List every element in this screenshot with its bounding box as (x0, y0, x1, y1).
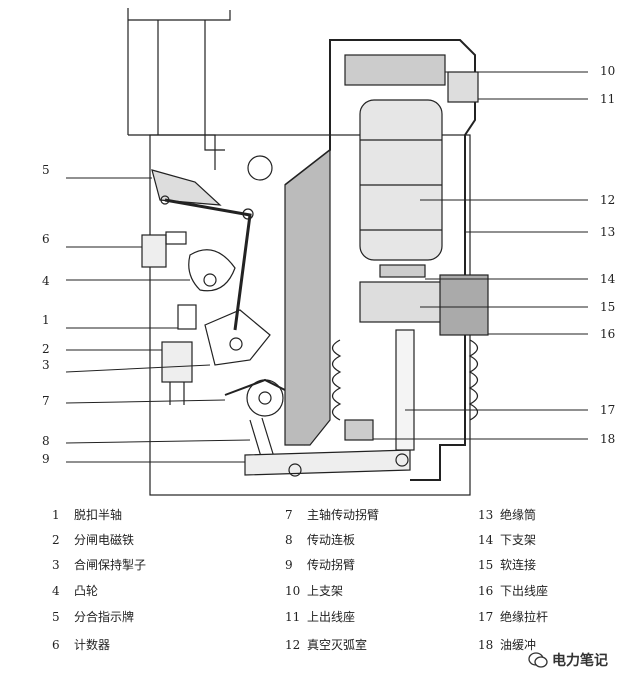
upper-terminal (447, 71, 479, 103)
callout-15: 15 (600, 300, 615, 314)
callout-10: 10 (600, 64, 615, 78)
brand-name: 电力笔记 (552, 653, 608, 669)
leader-3 (65, 364, 211, 373)
flexible-connection (359, 281, 446, 323)
vacuum-interrupter (359, 99, 443, 261)
trip-half-shaft (177, 304, 197, 330)
callout-3: 3 (42, 358, 50, 372)
callout-8: 8 (42, 434, 50, 448)
callout-5: 5 (42, 163, 50, 177)
crank-pin (395, 453, 409, 467)
callout-12: 12 (600, 193, 615, 207)
callout-11: 11 (600, 92, 615, 106)
insulating-pull-rod (395, 329, 415, 451)
insulation-bellows (331, 339, 479, 421)
pole-housing (284, 39, 476, 481)
closing-latch (204, 309, 271, 366)
callout-17: 17 (600, 403, 615, 417)
breaker-cross-section-diagram: 5 6 4 1 2 3 7 8 9 10 11 12 13 14 15 16 1… (42, 8, 616, 496)
callout-16: 16 (600, 327, 615, 341)
watermark-brand: 电力笔记 (528, 648, 638, 672)
upper-bracket (344, 54, 446, 86)
callout-2: 2 (42, 342, 50, 356)
trip-magnet-rod (169, 382, 185, 405)
wechat-icon (528, 652, 548, 668)
trip-magnet (161, 341, 193, 383)
counter-bracket (165, 231, 187, 245)
top-plate (127, 8, 231, 170)
leader-8 (65, 439, 251, 444)
callout-13: 13 (600, 225, 615, 239)
housing-shading (284, 148, 331, 446)
upper-lever (164, 198, 252, 331)
callout-4: 4 (42, 274, 50, 288)
lower-bracket (379, 264, 426, 278)
callout-6: 6 (42, 232, 50, 246)
drive-crank (244, 449, 411, 476)
lever-joint (242, 208, 254, 220)
interrupter-ribs (360, 139, 442, 231)
counter (141, 234, 167, 268)
callout-18: 18 (600, 432, 615, 446)
callout-7: 7 (42, 394, 50, 408)
leader-7 (65, 399, 226, 404)
frame-hub (247, 155, 273, 181)
callout-1: 1 (42, 313, 50, 327)
cam (188, 249, 236, 292)
crank-pivot (288, 463, 302, 477)
callout-14: 14 (600, 272, 616, 286)
latch-pin (229, 337, 243, 351)
callout-9: 9 (42, 452, 50, 466)
lower-terminal (439, 274, 489, 336)
main-shaft-hub (258, 391, 272, 405)
oil-buffer (344, 419, 374, 441)
top-plate-inner (204, 20, 225, 151)
indicator-plate (151, 169, 222, 206)
cam-center (203, 273, 217, 287)
